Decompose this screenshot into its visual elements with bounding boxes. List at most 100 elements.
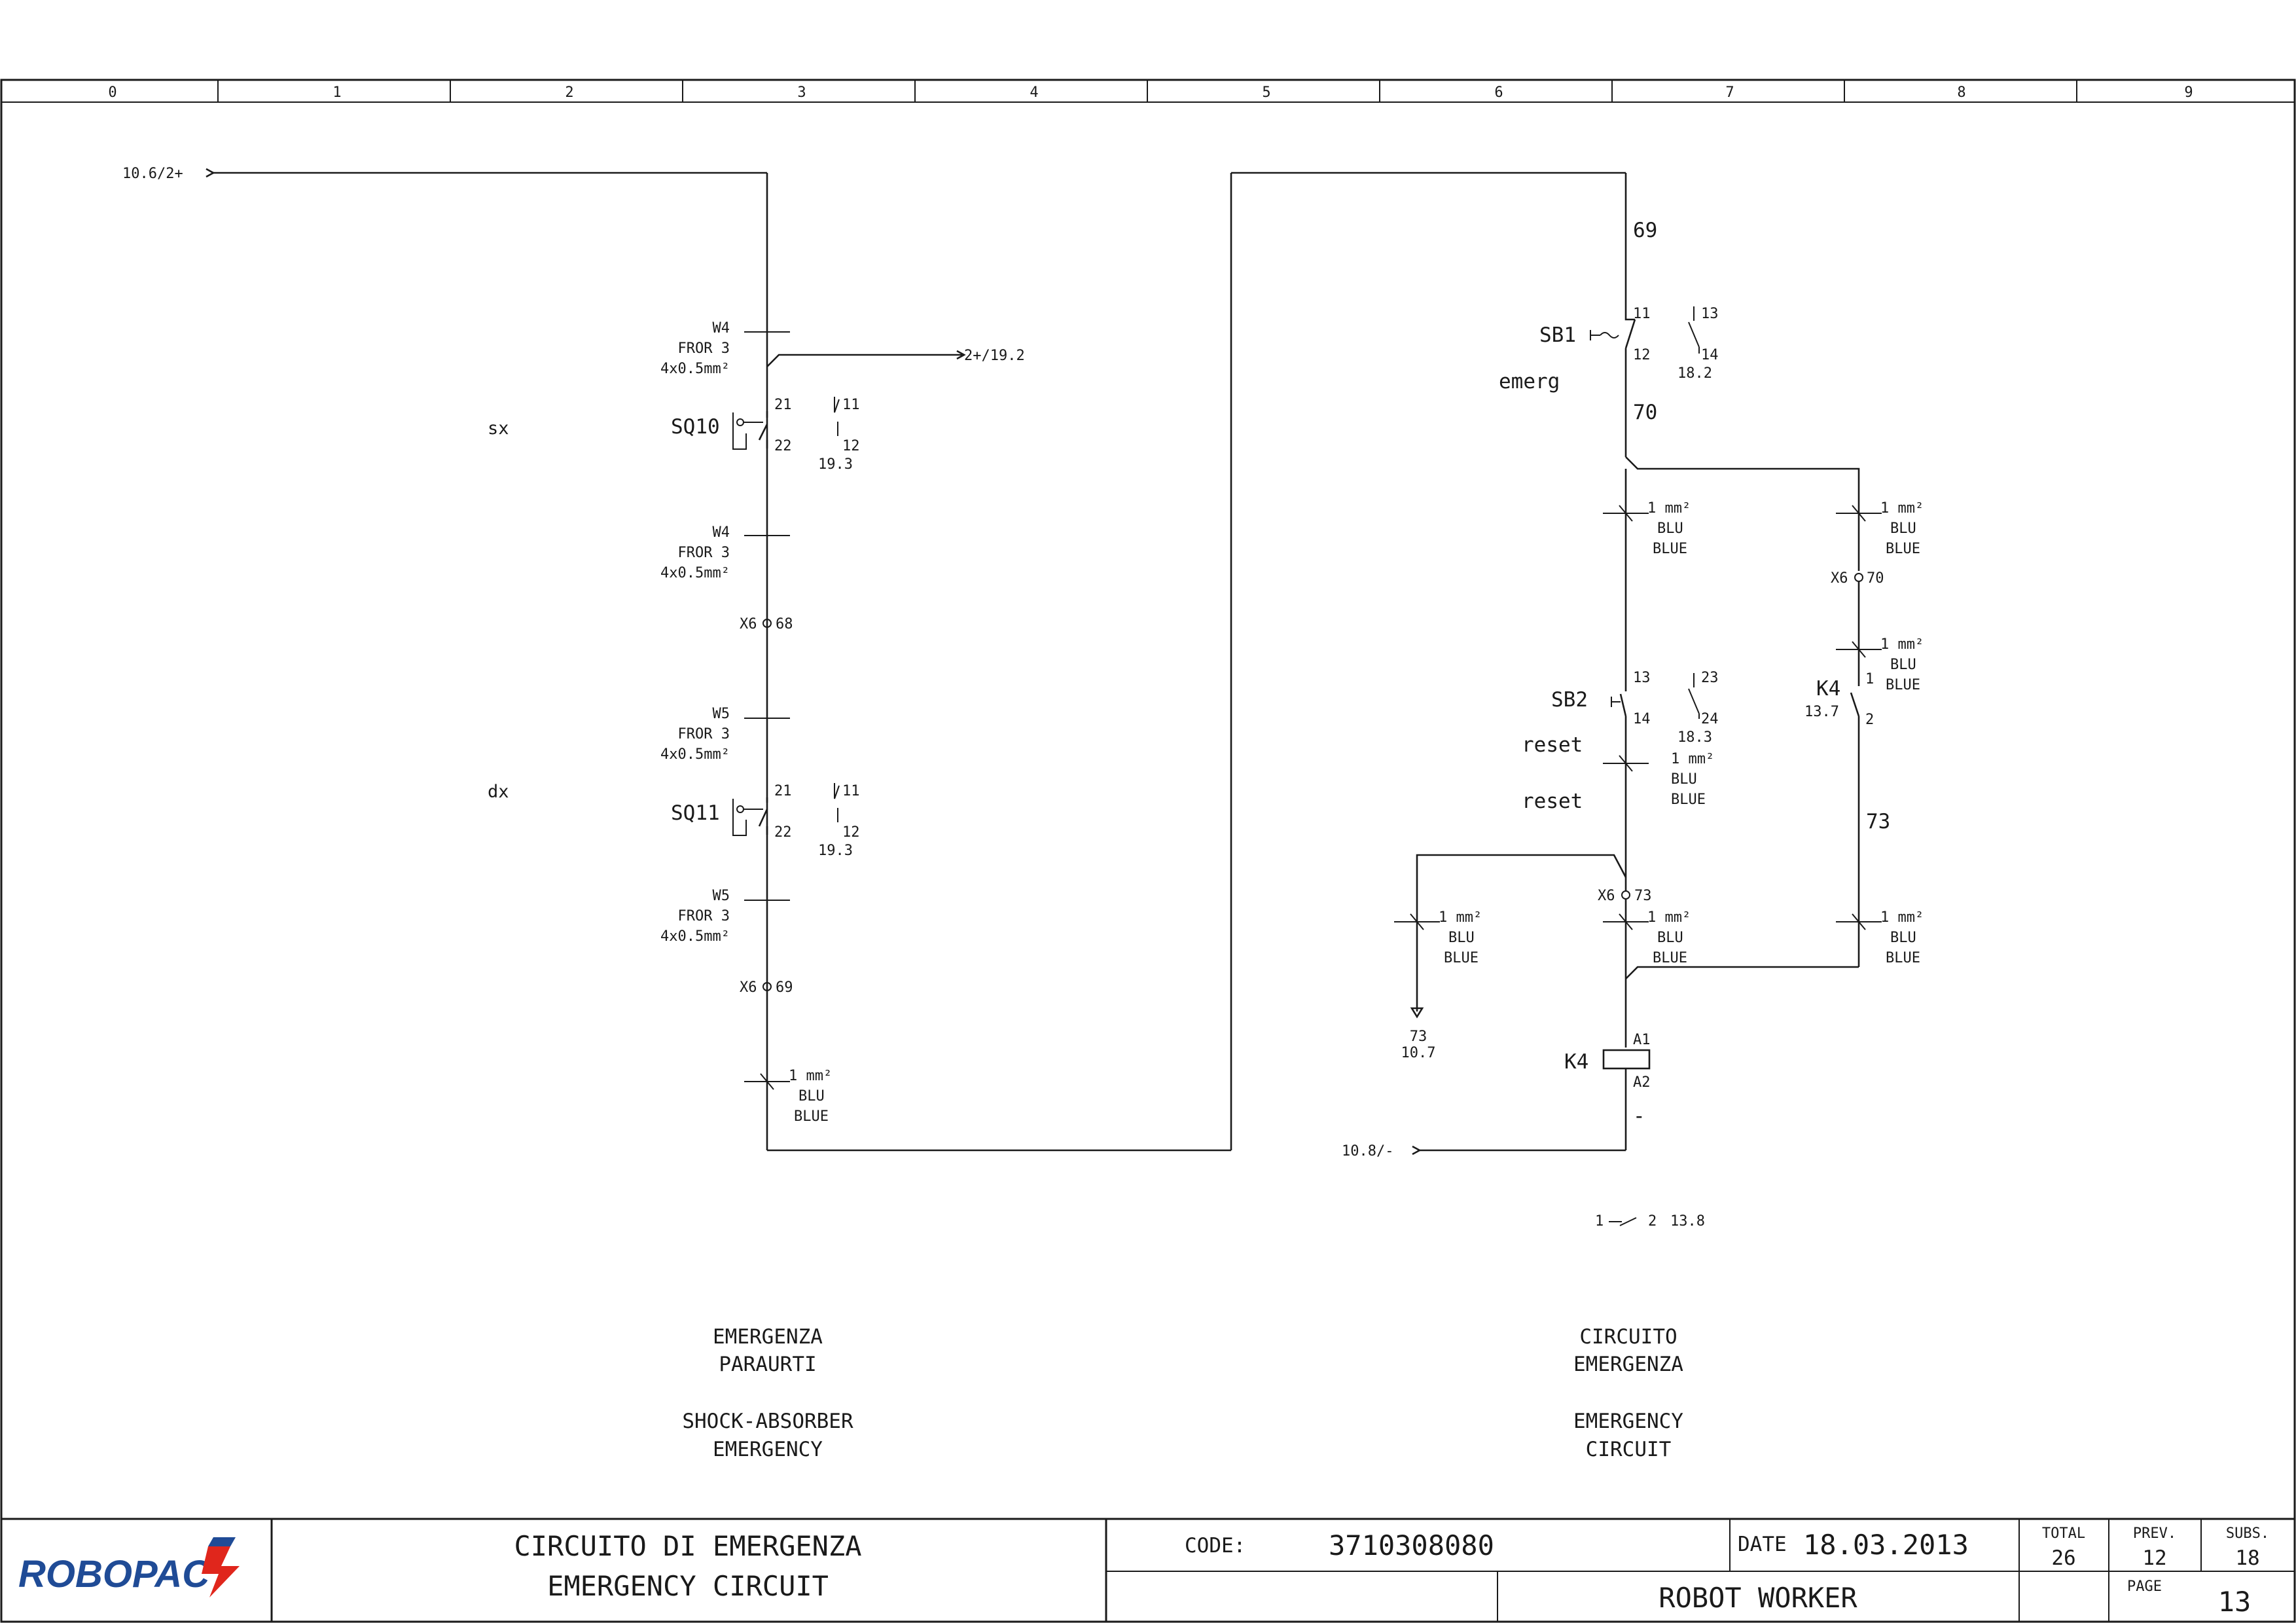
- wire-73-label: 73: [1866, 810, 1890, 833]
- svg-text:12: 12: [842, 438, 860, 454]
- wire-color-it: BLU: [1890, 930, 1916, 946]
- side-label-dx: dx: [488, 782, 509, 802]
- wire-color-en: BLUE: [1444, 950, 1479, 966]
- wire-size: 1 mm²: [1439, 909, 1482, 926]
- wire-color-it: BLU: [1890, 657, 1916, 673]
- wire-size: 1 mm²: [1647, 909, 1691, 926]
- k4-contact-tag: K4: [1816, 677, 1840, 701]
- wire-size: 1 mm²: [1880, 500, 1924, 517]
- sq10-aux-contact: 11 12: [834, 397, 860, 454]
- caption-left-en-2: EMERGENCY: [713, 1438, 823, 1461]
- k4-contact-a: 1: [1865, 671, 1874, 687]
- svg-text:11: 11: [842, 783, 860, 799]
- terminal-x6-73: [1621, 890, 1630, 900]
- code-label: CODE:: [1185, 1534, 1246, 1558]
- ruler-label: 6: [1494, 84, 1503, 101]
- svg-text:13: 13: [1701, 306, 1719, 322]
- caption-right-en-2: CIRCUIT: [1586, 1438, 1672, 1461]
- svg-text:ROBOPAC: ROBOPAC: [18, 1553, 210, 1596]
- prev-label: PREV.: [2133, 1525, 2176, 1542]
- total-label: TOTAL: [2042, 1525, 2085, 1542]
- wire-size: 1 mm²: [789, 1068, 832, 1084]
- subs-label: SUBS.: [2226, 1525, 2269, 1542]
- terminal-strip: X6: [1598, 888, 1615, 904]
- wire-69-label: 69: [1633, 219, 1657, 242]
- k4-contact-b: 2: [1865, 712, 1874, 728]
- wire-size: 1 mm²: [1671, 751, 1714, 767]
- right-circuit: 69 SB1 11 12 13 14 18.2 emerg 70 1 mm² B…: [1342, 173, 1924, 1461]
- ruler-label: 9: [2184, 84, 2193, 101]
- ruler-label: 8: [1957, 84, 1965, 101]
- terminal-number: 73: [1634, 888, 1652, 904]
- drawing-date: 18.03.2013: [1803, 1529, 1969, 1561]
- sb2-contact-a: 13: [1633, 670, 1651, 686]
- sb2-tag: SB2: [1551, 688, 1588, 712]
- cable-id: W5: [713, 888, 730, 904]
- sq10-contact-b: 22: [774, 438, 792, 454]
- k4-coil-tag: K4: [1564, 1050, 1588, 1074]
- drawing-code: 3710308080: [1329, 1529, 1494, 1561]
- svg-text:24: 24: [1701, 711, 1719, 727]
- sq11-contact-a: 21: [774, 783, 792, 799]
- wire-color-en: BLUE: [1886, 677, 1920, 693]
- machine-name: ROBOT WORKER: [1659, 1582, 1857, 1614]
- sq10-limit-switch-icon: [732, 412, 763, 450]
- sb1-contact-a: 11: [1633, 306, 1651, 322]
- terminal-x6-70: [1854, 573, 1863, 582]
- cable-id: W4: [713, 320, 730, 337]
- caption-left-it-2: PARAURTI: [719, 1353, 816, 1376]
- sq11-tag: SQ11: [671, 801, 720, 825]
- ruler-label: 0: [108, 84, 117, 101]
- caption-right-en-1: EMERGENCY: [1573, 1410, 1683, 1433]
- sq11-limit-switch-icon: [732, 799, 763, 836]
- ref-coil-page: 10.7: [1401, 1045, 1436, 1061]
- wire-color-it: BLU: [798, 1088, 825, 1104]
- prev-page: 12: [2142, 1546, 2166, 1570]
- ref-in-bottom: 10.8/-: [1342, 1143, 1393, 1159]
- svg-text:23: 23: [1701, 670, 1719, 686]
- left-circuit: 10.6/2+ W4 FROR 3 4x0.5mm² 2+/19.2 sx SQ…: [122, 166, 1626, 1461]
- sq10-contact-a: 21: [774, 397, 792, 413]
- side-label-sx: sx: [488, 418, 509, 439]
- wire-color-en: BLUE: [1671, 792, 1706, 808]
- sq10-ref: 19.3: [818, 456, 853, 473]
- sb1-aux-contact: 13 14: [1688, 306, 1719, 363]
- sb2-contact-b: 14: [1633, 711, 1651, 727]
- cable-section: 4x0.5mm²: [660, 928, 730, 945]
- sb1-tag: SB1: [1539, 323, 1576, 347]
- k4-cross-reference: 1 2 13.8: [1595, 1213, 1705, 1230]
- page-number: 13: [2218, 1586, 2251, 1618]
- cable-id: W4: [713, 524, 730, 541]
- ref-in-left: 10.6/2+: [122, 166, 183, 182]
- terminal-x6-68: [762, 619, 772, 628]
- wire-color-it: BLU: [1657, 520, 1683, 537]
- wire-color-it: BLU: [1890, 520, 1916, 537]
- cable-section: 4x0.5mm²: [660, 746, 730, 763]
- ruler-label: 4: [1030, 84, 1038, 101]
- sq10-tag: SQ10: [671, 415, 720, 439]
- wire-color-en: BLUE: [1886, 541, 1920, 557]
- sb2-aux-contact: 23 24: [1688, 670, 1719, 727]
- cable-type: FROR 3: [678, 545, 730, 561]
- sq11-ref: 19.3: [818, 843, 853, 859]
- svg-text:14: 14: [1701, 347, 1719, 363]
- k4-contact-ref: 13.7: [1804, 704, 1839, 720]
- k4-coil-a1: A1: [1633, 1032, 1651, 1048]
- ruler-label: 5: [1262, 84, 1270, 101]
- wire-size: 1 mm²: [1880, 909, 1924, 926]
- terminal-strip: X6: [740, 616, 757, 632]
- total-pages: 26: [2051, 1546, 2075, 1570]
- ref-coil-wire: 73: [1410, 1029, 1427, 1045]
- wire-size: 1 mm²: [1647, 500, 1691, 517]
- sb1-label: emerg: [1499, 370, 1560, 393]
- caption-right-it-1: CIRCUITO: [1579, 1325, 1677, 1349]
- wire-color-it: BLU: [1448, 930, 1475, 946]
- ruler-label: 2: [565, 84, 573, 101]
- minus-label: -: [1633, 1104, 1645, 1128]
- terminal-strip: X6: [1831, 570, 1848, 587]
- cable-section: 4x0.5mm²: [660, 565, 730, 581]
- cable-type: FROR 3: [678, 726, 730, 742]
- sb1-contact-b: 12: [1633, 347, 1651, 363]
- cable-type: FROR 3: [678, 908, 730, 924]
